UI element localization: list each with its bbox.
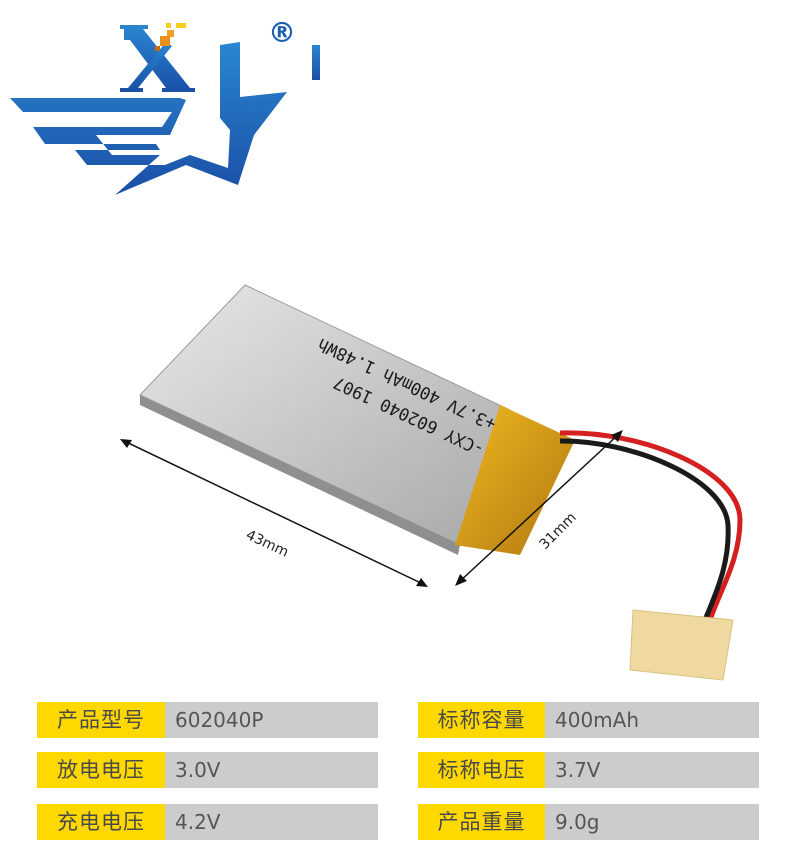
spec-row-charge-voltage: 充电电压 4.2V (37, 804, 378, 840)
spec-row-nominal-voltage: 标称电压 3.7V (418, 752, 759, 788)
svg-text:43mm: 43mm (243, 527, 291, 561)
spec-value: 602040P (165, 702, 378, 738)
spec-label: 放电电压 (37, 752, 165, 788)
logo-star-shape (10, 42, 287, 195)
svg-text:31mm: 31mm (537, 510, 580, 553)
spec-label: 充电电压 (37, 804, 165, 840)
spec-row-model: 产品型号 602040P (37, 702, 378, 738)
battery-kapton-tape (455, 405, 575, 555)
logo-pixel-squares (155, 23, 186, 51)
spec-label: 标称电压 (418, 752, 545, 788)
wire-connector-tape (629, 609, 734, 681)
logo-fragment (312, 45, 320, 80)
registered-mark: ® (268, 16, 296, 49)
battery-side-edge (140, 395, 460, 555)
red-wire (559, 430, 743, 621)
brand-logo: ® (10, 16, 320, 195)
spec-value: 3.7V (545, 752, 759, 788)
logo-x-letter (120, 25, 195, 92)
spec-value: 3.0V (165, 752, 378, 788)
spec-label: 标称容量 (418, 702, 545, 738)
spec-label: 产品重量 (418, 804, 545, 840)
spec-row-weight: 产品重量 9.0g (418, 804, 759, 840)
spec-value: 4.2V (165, 804, 378, 840)
spec-value: 9.0g (545, 804, 759, 840)
spec-row-nominal-capacity: 标称容量 400mAh (418, 702, 759, 738)
spec-row-discharge-voltage: 放电电压 3.0V (37, 752, 378, 788)
battery-product-image: -CXY 602040 1907 +3.7V 400mAh 1.48Wh 43m… (120, 284, 743, 681)
spec-label: 产品型号 (37, 702, 165, 738)
spec-value: 400mAh (545, 702, 759, 738)
black-wire (559, 438, 731, 621)
